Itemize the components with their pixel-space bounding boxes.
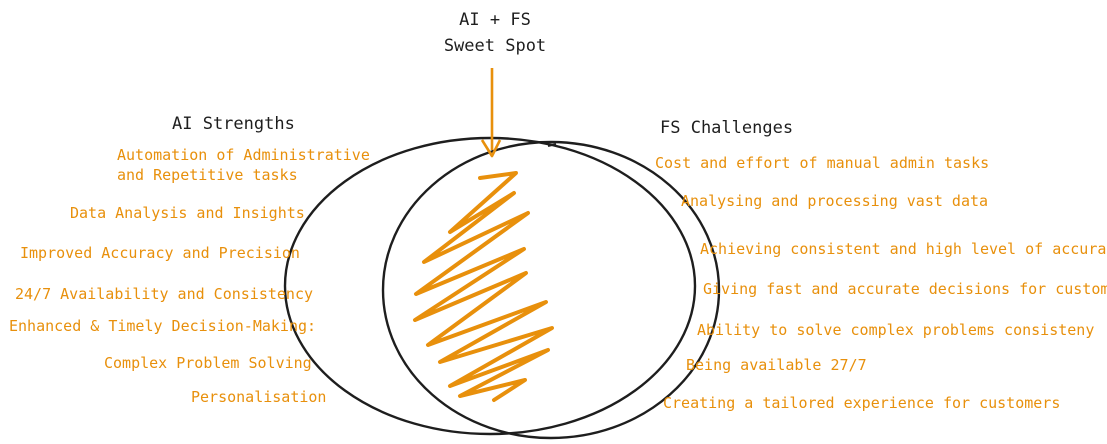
sweet-spot-title-line2: Sweet Spot [443,36,547,56]
fs-challenge-item: Analysing and processing vast data [681,192,989,210]
fs-challenge-item: Ability to solve complex problems consis… [697,321,1095,339]
sweet-spot-title-line1: AI + FS [459,10,531,30]
ai-strengths-circle [283,136,697,436]
ai-strength-item: Personalisation [191,388,327,406]
fs-challenge-item: Giving fast and accurate decisions for c… [703,280,1107,298]
sweet-spot-arrow-head [480,139,502,158]
ai-strength-item: and Repetitive tasks [117,166,298,184]
fs-challenge-item: Cost and effort of manual admin tasks [655,154,990,172]
intersection-zigzag-fill [413,171,554,402]
fs-challenges-circle [381,140,721,440]
fs-challenge-item: Being available 27/7 [686,356,867,374]
fs-challenge-item: Achieving consistent and high level of a… [700,240,1107,258]
ai-strengths-title: AI Strengths [172,114,295,134]
fs-challenges-title: FS Challenges [660,118,794,138]
ai-strength-item: Complex Problem Solving [104,354,312,372]
ai-strength-item: Enhanced & Timely Decision-Making: [9,317,317,335]
fs-challenge-item: Creating a tailored experience for custo… [663,394,1061,412]
ai-strength-item: Automation of Administrative [117,146,370,164]
ai-strength-item: Data Analysis and Insights [70,204,305,222]
sketch-tick-mark [547,143,557,147]
ai-strength-item: 24/7 Availability and Consistency [15,285,314,303]
ai-strength-item: Improved Accuracy and Precision [20,244,300,262]
